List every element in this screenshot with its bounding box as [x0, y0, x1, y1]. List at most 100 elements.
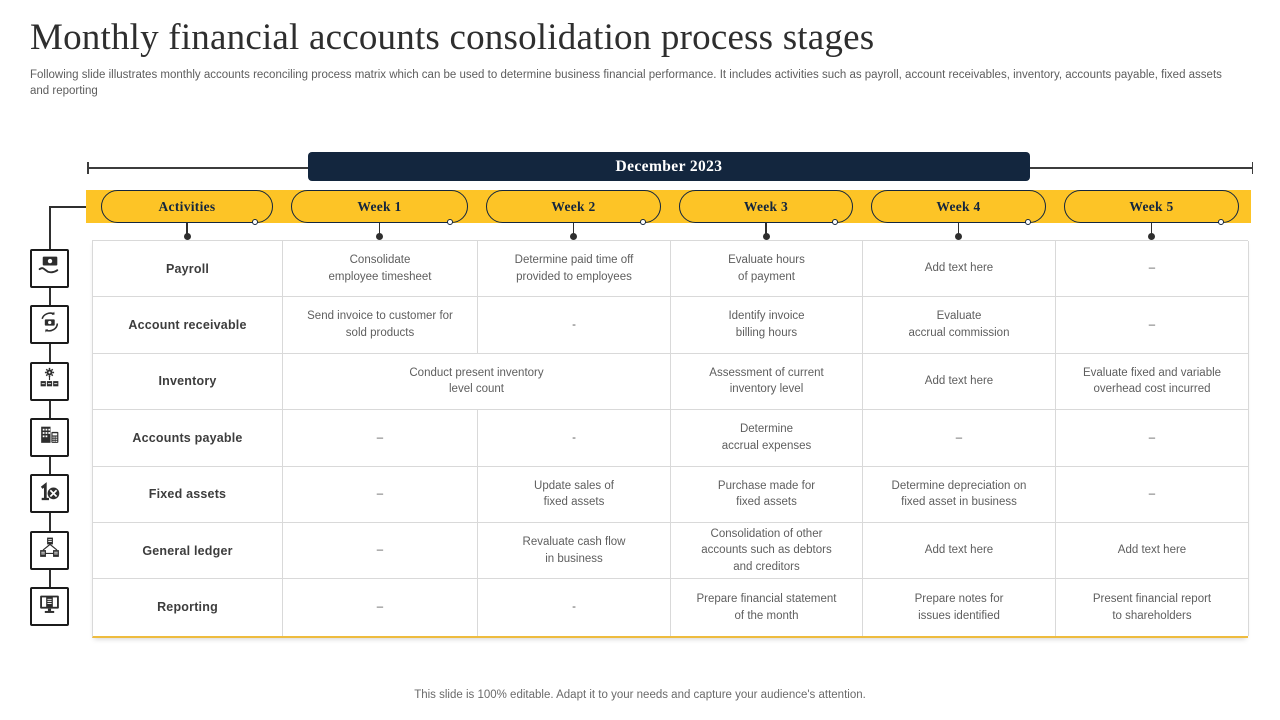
pill-curl-decoration: [252, 219, 258, 225]
task-cell: -: [478, 410, 671, 467]
depreciation-tools-icon: [37, 479, 62, 509]
pill-connector-line: [1150, 223, 1153, 234]
task-cell: –: [283, 522, 478, 580]
pill-connector-dot: [955, 233, 962, 240]
task-cell: Send invoice to customer for sold produc…: [283, 297, 478, 354]
task-cell: –: [283, 579, 478, 636]
task-cell: Evaluate hours of payment: [671, 241, 863, 298]
pill-connector-line: [378, 223, 381, 234]
task-cell: Present financial report to shareholders: [1056, 579, 1249, 636]
activity-label: General ledger: [93, 522, 283, 580]
task-cell: Prepare notes for issues identified: [863, 579, 1056, 636]
header-pill-week-2: Week 2: [486, 190, 661, 223]
task-cell: –: [1056, 297, 1249, 354]
task-cell: Identify invoice billing hours: [671, 297, 863, 354]
footer-note: This slide is 100% editable. Adapt it to…: [414, 689, 866, 701]
header-pill-label: Week 3: [743, 198, 789, 214]
task-cell: –: [1056, 410, 1249, 467]
accounts-payable-icon-box: [30, 417, 69, 457]
task-cell: -: [478, 297, 671, 354]
pill-curl-decoration: [1025, 219, 1031, 225]
pill-connector-dot: [183, 233, 191, 240]
header-cell-activities: Activities: [92, 190, 282, 242]
header-pill-label: Week 1: [357, 198, 402, 214]
pill-connector-dot: [1148, 233, 1155, 240]
activity-label: Fixed assets: [93, 466, 283, 523]
task-cell: Determine accrual expenses: [671, 410, 863, 467]
task-cell: Determine paid time off provided to empl…: [478, 241, 671, 298]
task-cell: Prepare financial statement of the month: [671, 579, 863, 636]
header-pill-week-4: Week 4: [871, 190, 1046, 223]
cash-cycle-icon: [37, 310, 62, 340]
hand-banknote-icon: [37, 253, 62, 283]
header-pill-week-3: Week 3: [679, 190, 853, 223]
task-cell: Evaluate accrual commission: [863, 297, 1056, 354]
header-cell-week-5: Week 5: [1055, 190, 1248, 242]
task-cell[interactable]: Add text here: [863, 353, 1056, 411]
task-cell: Consolidation of other accounts such as …: [671, 522, 863, 580]
task-cell: –: [1056, 466, 1249, 523]
pill-connector-dot: [376, 233, 383, 240]
header-pill-week-1: Week 1: [291, 190, 468, 223]
month-banner: December 2023: [308, 152, 1030, 181]
activity-label: Accounts payable: [93, 410, 283, 467]
header-cell-week-1: Week 1: [282, 190, 477, 242]
pill-connector-line: [186, 223, 188, 234]
header-pill-label: Week 2: [551, 198, 596, 214]
general-ledger-icon-box: [30, 530, 69, 570]
gear-boxes-icon: [37, 366, 62, 396]
task-cell: -: [478, 579, 671, 636]
task-cell: Evaluate fixed and variable overhead cos…: [1056, 353, 1249, 411]
header-pill-label: Activities: [158, 198, 216, 214]
fixed-assets-icon-box: [30, 474, 69, 514]
task-cell: Conduct present inventory level count: [283, 353, 671, 411]
pill-curl-decoration: [447, 219, 453, 225]
task-cell[interactable]: Add text here: [863, 522, 1056, 580]
pill-connector-dot: [570, 233, 577, 240]
header-cell-week-4: Week 4: [862, 190, 1055, 242]
pill-connector-line: [765, 223, 767, 234]
task-cell: –: [863, 410, 1056, 467]
building-calculator-icon: [37, 422, 62, 452]
activity-label: Inventory: [93, 353, 283, 411]
task-cell[interactable]: Add text here: [863, 241, 1056, 298]
activity-label: Account receivable: [93, 297, 283, 354]
account-receivable-icon-box: [30, 305, 69, 345]
slide-description: Following slide illustrates monthly acco…: [30, 69, 1222, 98]
header-pill-week-5: Week 5: [1064, 190, 1239, 223]
header-pill-label: Week 5: [1129, 198, 1174, 214]
task-cell: –: [1056, 241, 1249, 298]
icon-rail-line: [49, 206, 51, 608]
activity-label: Payroll: [93, 241, 283, 298]
page-title: Monthly financial accounts consolidation…: [30, 17, 875, 58]
header-cell-week-3: Week 3: [670, 190, 862, 242]
task-cell: Determine depreciation on fixed asset in…: [863, 466, 1056, 523]
header-band: [86, 190, 1251, 223]
icon-rail-connector: [49, 206, 86, 208]
task-cell: Assessment of current inventory level: [671, 353, 863, 411]
pill-curl-decoration: [1218, 219, 1224, 225]
header-cell-week-2: Week 2: [477, 190, 670, 242]
task-cell: Revaluate cash flow in business: [478, 522, 671, 580]
task-cell: –: [283, 466, 478, 523]
pill-connector-line: [957, 223, 960, 234]
task-cell: Consolidate employee timesheet: [283, 241, 478, 298]
task-cell: Update sales of fixed assets: [478, 466, 671, 523]
activity-label: Reporting: [93, 579, 283, 636]
reporting-icon-box: [30, 587, 69, 627]
pill-connector-line: [572, 223, 575, 234]
payroll-icon-box: [30, 248, 69, 288]
header-pill-activities: Activities: [101, 190, 273, 223]
pill-curl-decoration: [832, 219, 838, 225]
report-monitor-icon: [37, 592, 62, 622]
header-pill-label: Week 4: [936, 198, 981, 214]
ledger-network-icon: [37, 535, 62, 565]
task-cell[interactable]: Add text here: [1056, 522, 1249, 580]
inventory-icon-box: [30, 361, 69, 401]
pill-curl-decoration: [640, 219, 646, 225]
week-header-row: Activities Week 1 Week 2 Week 3 Week 4 Week 5: [92, 190, 1248, 242]
task-cell: –: [283, 410, 478, 467]
pill-connector-dot: [762, 233, 770, 240]
